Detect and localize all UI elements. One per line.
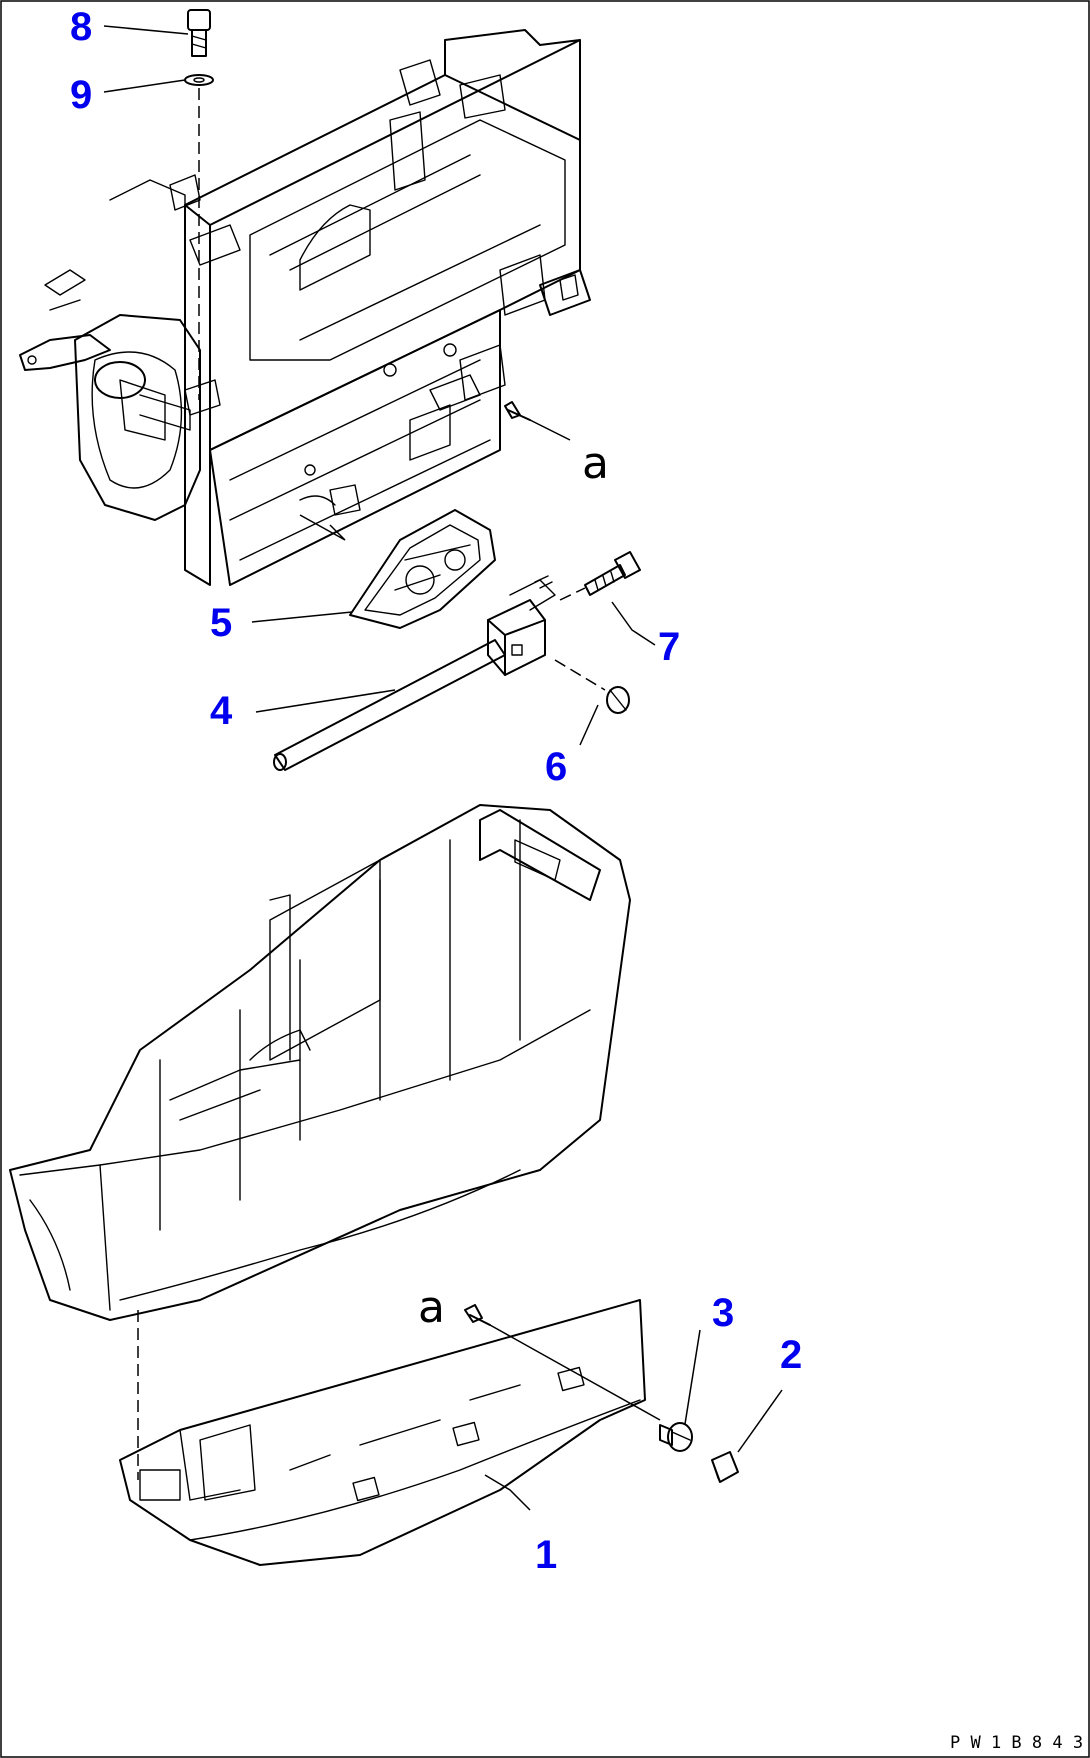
leader-7 <box>611 601 656 646</box>
switch-block <box>487 575 556 676</box>
leader-9 <box>103 79 186 93</box>
bolt-7 <box>584 551 641 596</box>
callout-3: 3 <box>712 1291 734 1335</box>
alignment-line-7 <box>559 587 586 601</box>
leader-4 <box>255 689 396 713</box>
drawing-code: P W 1 B 8 4 3 <box>950 1733 1083 1753</box>
leader-3 <box>684 1329 701 1425</box>
nut-6 <box>606 686 630 714</box>
leader-1 <box>484 1474 531 1511</box>
washer-9 <box>184 74 214 86</box>
callout-5: 5 <box>210 601 232 645</box>
reference-mark-lower: a <box>418 1282 445 1333</box>
bolt-8 <box>187 9 211 57</box>
rod-4 <box>273 639 506 771</box>
leader-5 <box>251 611 353 623</box>
leader-2 <box>737 1389 783 1453</box>
callout-7: 7 <box>658 625 680 669</box>
link-line <box>299 514 346 541</box>
reference-mark-upper: a <box>582 438 609 489</box>
alignment-line-6 <box>554 659 606 691</box>
fastener-axis <box>489 1324 661 1421</box>
bracket-assembly <box>19 29 591 586</box>
callout-6: 6 <box>545 745 567 789</box>
callout-4: 4 <box>210 689 233 733</box>
callout-1: 1 <box>535 1533 557 1577</box>
cap-2 <box>711 1451 739 1483</box>
front-cover-1 <box>119 1299 646 1566</box>
cover-housing <box>9 804 631 1321</box>
callout-9: 9 <box>70 73 92 117</box>
callout-2: 2 <box>780 1333 802 1377</box>
leader-8 <box>103 25 189 35</box>
screw-3 <box>659 1422 693 1452</box>
callout-8: 8 <box>70 5 92 49</box>
lever-plate-5 <box>349 509 496 629</box>
leader-6 <box>579 704 599 746</box>
